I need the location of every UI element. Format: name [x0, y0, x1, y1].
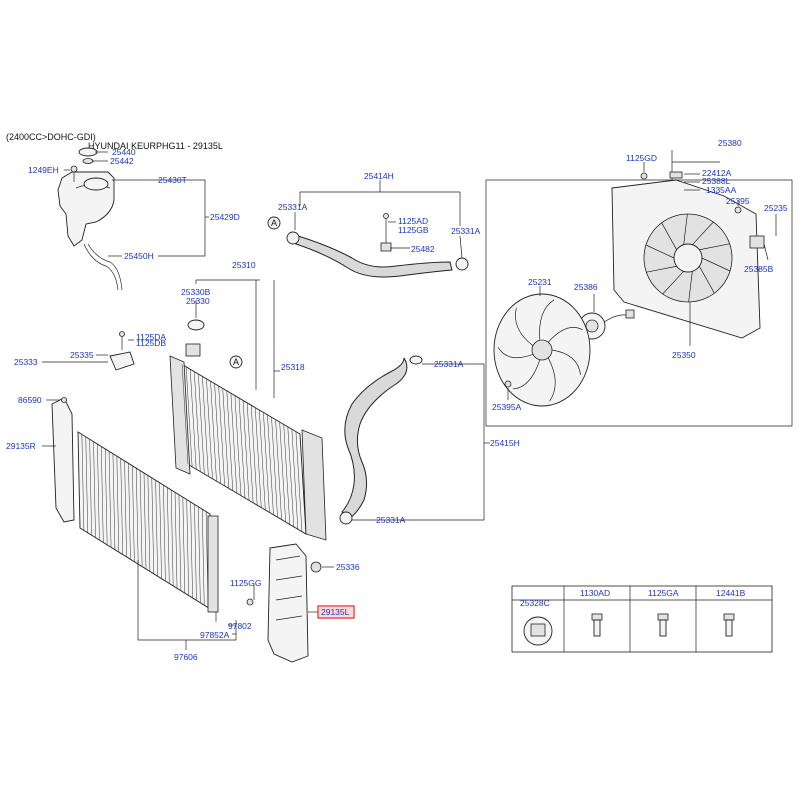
callout-25231: 25231: [528, 277, 552, 287]
hose-clip-25482: [380, 242, 392, 252]
upper-hose-assembly: A: [267, 180, 469, 278]
radiator-cap-25330: [187, 319, 205, 331]
callout-25395A: 25395A: [492, 402, 522, 412]
reservoir-cap: [78, 147, 98, 157]
callout-25429D: 25429D: [210, 212, 240, 222]
condenser-assembly: [42, 397, 255, 650]
bolt-icon-1125GA: [657, 613, 669, 637]
callout-25415H: 25415H: [490, 438, 520, 448]
callout-1125GD: 1125GD: [626, 153, 657, 163]
motor-connector: [625, 309, 635, 319]
lower-hose-assembly: [339, 355, 490, 525]
callout-25380: 25380: [718, 138, 742, 148]
callout-1125DB: 1125DB: [136, 338, 166, 348]
callout-25350: 25350: [672, 350, 696, 360]
right-deflector-assembly: [267, 543, 318, 663]
callout-25430T: 25430T: [158, 175, 187, 185]
lower-radiator-hose: [341, 357, 408, 519]
callout-1125AD: 1125AD: [398, 216, 428, 226]
table-header-2: 1125GA: [648, 588, 679, 598]
bolt-icon-1130AD: [591, 613, 603, 637]
callout-25331A-4: 25331A: [376, 515, 406, 525]
receiver-drier: [207, 515, 219, 613]
svg-text:A: A: [271, 218, 277, 228]
radiator-neck: [185, 343, 201, 357]
hose-clamp-upper-left: [286, 231, 300, 245]
callout-25333: 25333: [14, 357, 38, 367]
callout-25331A-1: 25331A: [278, 202, 308, 212]
callout-1125GG: 1125GG: [230, 578, 262, 588]
drain-plug-25336: [310, 561, 322, 573]
callout-25440: 25440: [112, 147, 136, 157]
callout-25385B: 25385B: [744, 264, 774, 274]
table-header-0: 25328C: [520, 598, 550, 608]
hose-clamp-upper-right: [455, 257, 469, 271]
callout-22412A: 22412A: [702, 168, 732, 178]
callout-25336: 25336: [336, 562, 360, 572]
callout-25442: 25442: [110, 156, 134, 166]
hardware-table: [511, 585, 773, 653]
callout-1249EH: 1249EH: [28, 165, 59, 175]
callout-25330B: 25330B: [181, 287, 211, 297]
clip-86590: [61, 397, 67, 403]
svg-text:A: A: [233, 357, 239, 367]
callout-97852A: 97852A: [200, 630, 230, 640]
callout-25331A-3: 25331A: [434, 359, 464, 369]
marker-a-2: [229, 355, 243, 369]
bolt-25395: [734, 206, 742, 214]
callout-1125GB: 1125GB: [398, 225, 429, 235]
fan-shroud-group: [485, 150, 793, 427]
radiator-assembly: A: [42, 279, 334, 573]
callout-25395: 25395: [726, 196, 750, 206]
callout-25388L: 25388L: [702, 176, 731, 186]
callout-1125DA: 1125DA: [136, 332, 166, 342]
callout-25482: 25482: [411, 244, 435, 254]
callout-1335AA: 1335AA: [706, 185, 737, 195]
callout-25331A-2: 25331A: [451, 226, 481, 236]
callout-29135L: 29135L: [321, 607, 350, 617]
reservoir-tank: [57, 171, 115, 247]
bolt-1125GG: [246, 598, 254, 606]
callout-29135R: 29135R: [6, 441, 36, 451]
callout-25235: 25235: [764, 203, 788, 213]
hose-clamp-lower-bottom: [339, 511, 353, 525]
bracket-25333: [109, 351, 135, 371]
callout-25330: 25330: [186, 296, 210, 306]
marker-a-1: [267, 216, 281, 230]
right-deflector-29135L: [267, 543, 309, 663]
bolt-25395A: [504, 380, 512, 388]
callout-25318: 25318: [281, 362, 305, 372]
callout-25335: 25335: [70, 350, 94, 360]
upper-radiator-hose: [295, 235, 453, 278]
radiator-fins: [181, 364, 303, 532]
table-header-1: 1130AD: [580, 588, 610, 598]
label-22412A: [669, 171, 683, 179]
reservoir-seal: [82, 158, 94, 164]
radiator-right-tank: [301, 429, 327, 541]
radiator-left-tank: [169, 355, 191, 475]
highlight-box: [317, 605, 355, 619]
hose-clamp-lower-top: [409, 355, 423, 365]
bolt-1125GD: [640, 172, 648, 180]
vehicle-title: HYUNDAI KEURPHG11 - 29135L: [88, 141, 223, 151]
callout-97606: 97606: [174, 652, 198, 662]
callout-86590: 86590: [18, 395, 42, 405]
left-deflector-29135R: [51, 397, 75, 523]
bolt-icon-12441B: [723, 613, 735, 637]
callout-97802: 97802: [228, 621, 252, 631]
callout-25414H: 25414H: [364, 171, 394, 181]
callout-25450H: 25450H: [124, 251, 154, 261]
callout-25310: 25310: [232, 260, 256, 270]
reservoir-assembly: [57, 147, 209, 291]
condenser-fins: [81, 434, 209, 608]
callout-25386: 25386: [574, 282, 598, 292]
resistor-25385B: [749, 235, 765, 249]
engine-spec: (2400CC>DOHC-GDI): [6, 132, 96, 142]
bolt-1249EH: [70, 165, 78, 173]
table-header-3: 12441B: [716, 588, 746, 598]
